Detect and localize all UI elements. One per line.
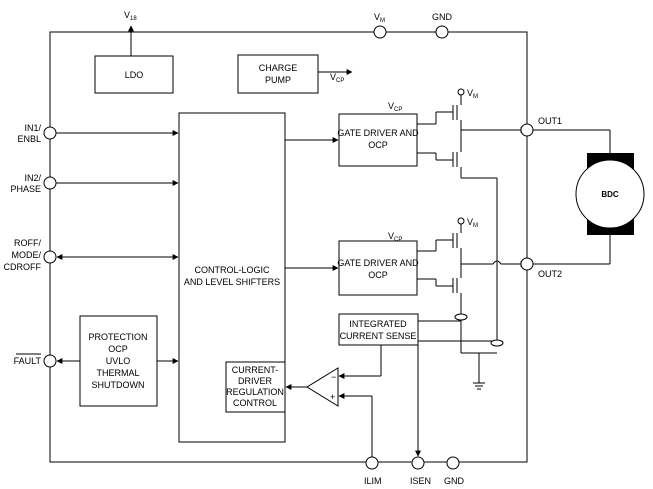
v18-label: V xyxy=(124,10,130,20)
pin-fault: FAULT xyxy=(14,353,80,368)
comparator: − + xyxy=(285,345,382,458)
pin-roff-mode-cdroff: ROFF/ MODE/ CDROFF xyxy=(4,238,179,272)
svg-text:VM: VM xyxy=(374,12,385,24)
in1-label-2: ENBL xyxy=(17,134,41,144)
out1-label: OUT1 xyxy=(538,116,562,126)
integrated-current-sense xyxy=(338,313,419,346)
gate-driver-1 xyxy=(338,113,418,167)
gate2-label-1: GATE DRIVER AND xyxy=(337,258,419,268)
current-regulation-block xyxy=(225,361,286,413)
fet-bridge-1: VM xyxy=(417,88,527,343)
protection-label-3: UVLO xyxy=(106,356,131,366)
roff-label-2: MODE/ xyxy=(11,250,41,260)
gate-driver-2 xyxy=(338,240,418,296)
out2-label: OUT2 xyxy=(538,269,562,279)
gate1-vcp-sub: CP xyxy=(394,107,402,113)
ics-label-2: CURRENT SENSE xyxy=(340,331,417,341)
vcp-label: V xyxy=(330,72,336,82)
svg-text:VM: VM xyxy=(467,217,478,229)
cdr-label-3: REGULATION xyxy=(226,387,284,397)
pin-out2: OUT2 xyxy=(520,235,611,279)
fet1-vm-sub: M xyxy=(473,94,478,100)
pin-in2-phase: IN2/ PHASE xyxy=(10,173,179,194)
gnd-bottom-label: GND xyxy=(444,476,465,486)
roff-label-1: ROFF/ xyxy=(14,238,41,248)
fet-bridge-2: VM xyxy=(417,217,527,353)
vcp-sub: CP xyxy=(336,78,344,84)
pin-in1-enbl: IN1/ ENBL xyxy=(17,123,179,144)
gate1-label-1: GATE DRIVER AND xyxy=(337,128,419,138)
gate2-vcp-sub: CP xyxy=(394,237,402,243)
ldo-block xyxy=(94,55,174,94)
pin-vm-top: VM xyxy=(373,12,387,39)
cdr-label-2: DRIVER xyxy=(238,376,273,386)
in1-label-1: IN1/ xyxy=(24,123,41,133)
fet1-vm: V xyxy=(467,88,473,98)
comparator-plus: + xyxy=(330,392,335,402)
control-logic-label-1: CONTROL-LOGIC xyxy=(194,265,270,275)
motor-label: BDC xyxy=(601,190,619,199)
protection-label-2: OCP xyxy=(108,344,128,354)
svg-text:VCP: VCP xyxy=(388,101,402,113)
pin-out1: OUT1 xyxy=(520,116,611,153)
pin-gnd-top: GND xyxy=(432,12,453,39)
gate1-vcp: V xyxy=(388,101,394,111)
ldo-label: LDO xyxy=(125,70,144,80)
roff-label-3: CDROFF xyxy=(4,262,42,272)
motor-bdc: BDC xyxy=(575,153,645,235)
cdr-label-4: CONTROL xyxy=(233,398,277,408)
pin-ilim: ILIM xyxy=(364,456,382,486)
pin-gnd-bottom: GND xyxy=(444,456,465,486)
charge-pump-block xyxy=(237,54,319,94)
svg-text:V18: V18 xyxy=(124,10,137,22)
chip-outline xyxy=(49,31,528,463)
protection-block xyxy=(79,315,158,407)
fet2-vm: V xyxy=(467,217,473,227)
protection-label-1: PROTECTION xyxy=(88,332,147,342)
protection-label-4: THERMAL xyxy=(96,368,139,378)
gate2-label-2: OCP xyxy=(368,270,388,280)
gate2-vcp: V xyxy=(388,231,394,241)
fet2-vm-sub: M xyxy=(473,223,478,229)
fault-label: FAULT xyxy=(14,356,42,366)
vm-top-label: V xyxy=(374,12,380,22)
vm-top-sub: M xyxy=(380,18,385,24)
isen-label: ISEN xyxy=(410,476,431,486)
gate1-label-2: OCP xyxy=(368,140,388,150)
charge-pump-label-2: PUMP xyxy=(265,75,291,85)
ics-label-1: INTEGRATED xyxy=(349,319,407,329)
control-logic-label-2: AND LEVEL SHIFTERS xyxy=(184,277,280,287)
gnd-top-label: GND xyxy=(432,12,453,22)
v18-sub: 18 xyxy=(130,16,137,22)
charge-pump-label-1: CHARGE xyxy=(259,63,298,73)
ilim-label: ILIM xyxy=(364,476,382,486)
in2-label-1: IN2/ xyxy=(24,173,41,183)
comparator-minus: − xyxy=(331,372,336,382)
pin-v18: V18 xyxy=(124,10,137,56)
protection-label-5: SHUTDOWN xyxy=(92,380,145,390)
svg-text:VM: VM xyxy=(467,88,478,100)
in2-label-2: PHASE xyxy=(10,184,41,194)
pin-isen: ISEN xyxy=(410,456,431,486)
cdr-label-1: CURRENT- xyxy=(232,365,279,375)
svg-text:VCP: VCP xyxy=(330,72,344,84)
svg-text:VCP: VCP xyxy=(388,231,402,243)
